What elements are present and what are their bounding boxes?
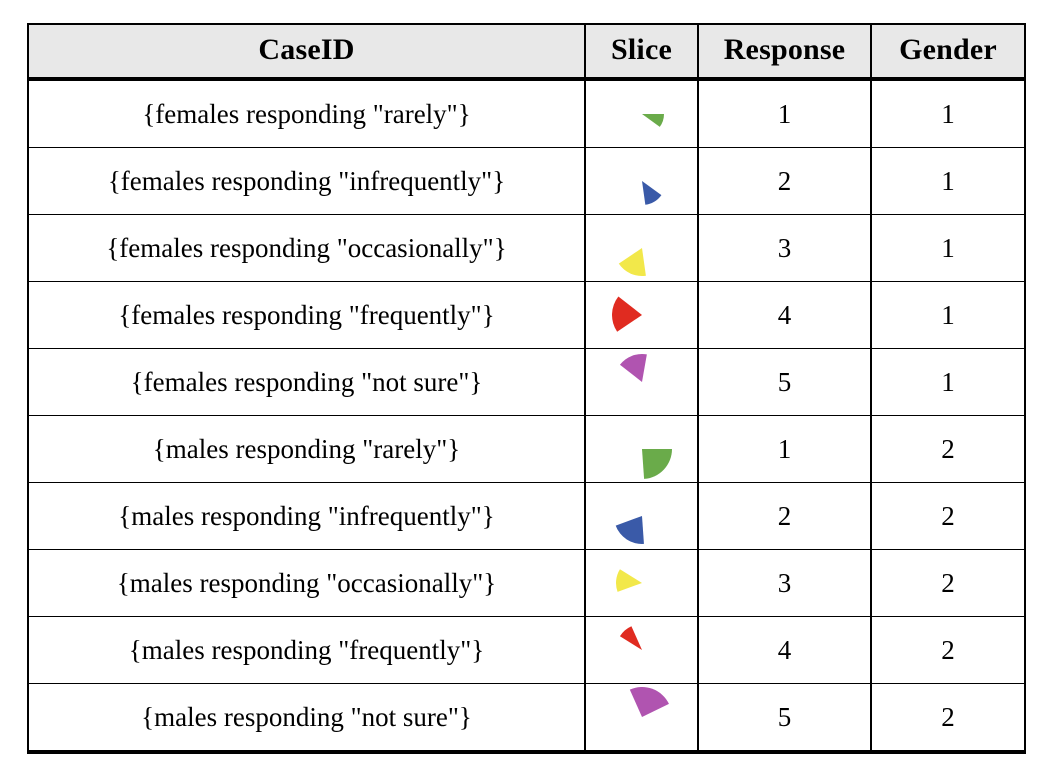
- cell-caseid: {males responding "not sure"}: [27, 683, 586, 754]
- cell-caseid: {males responding "frequently"}: [27, 616, 586, 684]
- header-row: CaseID Slice Response Gender: [27, 23, 1026, 81]
- cell-slice: [584, 415, 699, 483]
- pie-slice-icon: [586, 618, 697, 682]
- cell-caseid: {females responding "infrequently"}: [27, 147, 586, 215]
- pie-slice-icon: [586, 82, 697, 146]
- cell-response: 3: [697, 549, 872, 617]
- pie-slice-icon: [586, 216, 697, 280]
- cell-gender: 1: [870, 214, 1026, 282]
- cell-gender: 2: [870, 482, 1026, 550]
- cell-slice: [584, 549, 699, 617]
- pie-slice-icon: [586, 685, 697, 749]
- cell-gender: 1: [870, 147, 1026, 215]
- cell-gender: 1: [870, 78, 1026, 148]
- cell-slice: [584, 78, 699, 148]
- column-header-response[interactable]: Response: [697, 23, 872, 81]
- pie-slice-icon: [586, 149, 697, 213]
- cell-caseid: {males responding "infrequently"}: [27, 482, 586, 550]
- cell-response: 4: [697, 281, 872, 349]
- cell-slice: [584, 214, 699, 282]
- cell-gender: 2: [870, 683, 1026, 754]
- cell-gender: 2: [870, 415, 1026, 483]
- cell-slice: [584, 147, 699, 215]
- case-slice-table: CaseID Slice Response Gender {females re…: [27, 23, 1026, 754]
- cell-caseid: {males responding "rarely"}: [27, 415, 586, 483]
- cell-response: 2: [697, 147, 872, 215]
- cell-gender: 1: [870, 281, 1026, 349]
- cell-response: 2: [697, 482, 872, 550]
- pie-slice-icon: [586, 283, 697, 347]
- cell-gender: 2: [870, 549, 1026, 617]
- cell-response: 5: [697, 683, 872, 754]
- cell-caseid: {females responding "frequently"}: [27, 281, 586, 349]
- cell-slice: [584, 683, 699, 754]
- cell-caseid: {females responding "not sure"}: [27, 348, 586, 416]
- cell-slice: [584, 281, 699, 349]
- pie-slice-icon: [586, 350, 697, 414]
- cell-response: 1: [697, 78, 872, 148]
- table-header: CaseID Slice Response Gender: [27, 23, 1026, 81]
- cell-response: 5: [697, 348, 872, 416]
- column-header-slice[interactable]: Slice: [584, 23, 699, 81]
- column-header-caseid[interactable]: CaseID: [27, 23, 586, 81]
- pie-slice-icon: [586, 417, 697, 481]
- cell-slice: [584, 616, 699, 684]
- cell-gender: 2: [870, 616, 1026, 684]
- cell-caseid: {females responding "rarely"}: [27, 78, 586, 148]
- pie-slice-icon: [586, 551, 697, 615]
- cell-slice: [584, 348, 699, 416]
- cell-response: 3: [697, 214, 872, 282]
- cell-caseid: {males responding "occasionally"}: [27, 549, 586, 617]
- cell-response: 4: [697, 616, 872, 684]
- cell-slice: [584, 482, 699, 550]
- cell-caseid: {females responding "occasionally"}: [27, 214, 586, 282]
- cell-response: 1: [697, 415, 872, 483]
- table-container: CaseID Slice Response Gender {females re…: [27, 23, 1026, 754]
- cell-gender: 1: [870, 348, 1026, 416]
- column-header-gender[interactable]: Gender: [870, 23, 1026, 81]
- pie-slice-icon: [586, 484, 697, 548]
